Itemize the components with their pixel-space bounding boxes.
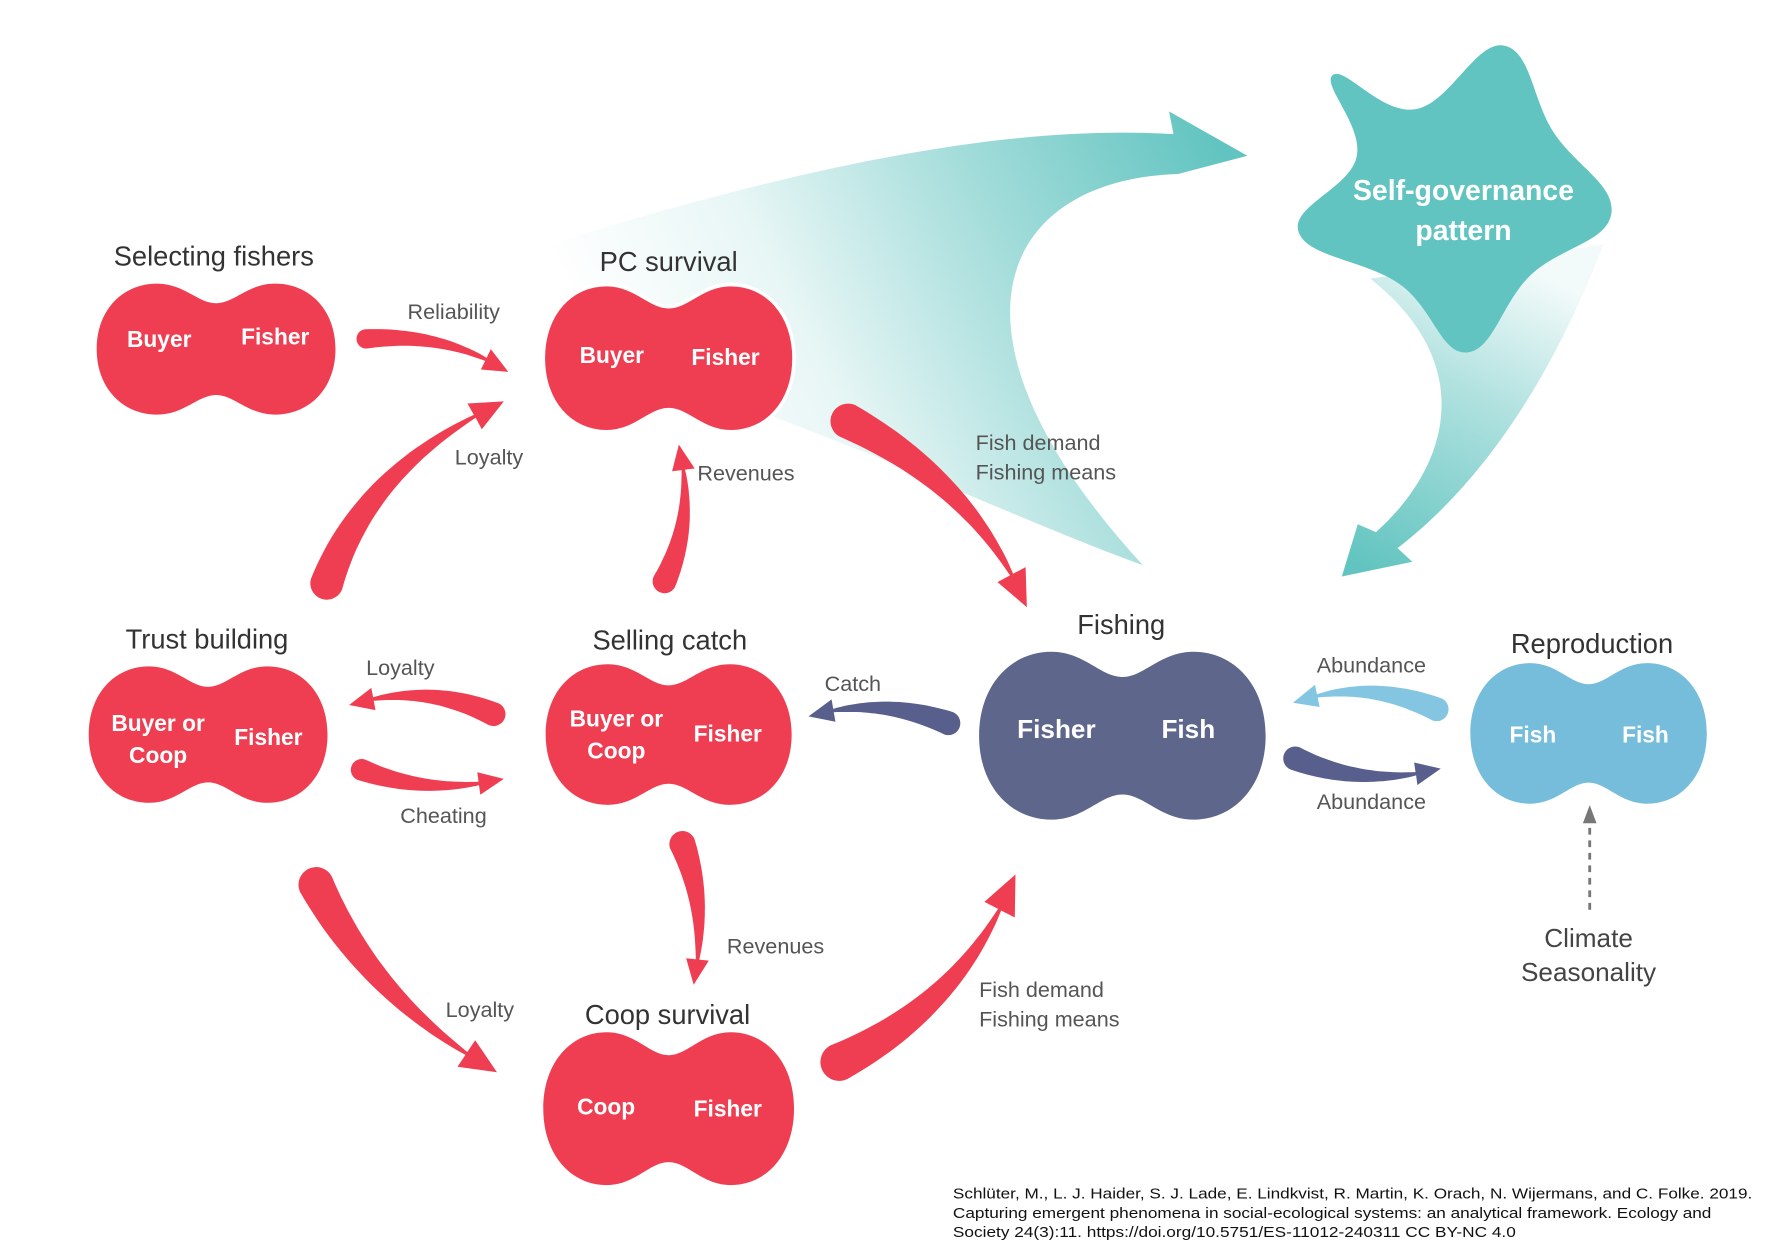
node-actor-label: Fisher xyxy=(694,720,762,746)
node-actor-label: Fisher xyxy=(691,344,759,370)
self-governance-emergence-arrow xyxy=(375,111,1248,566)
seasonality-label: Seasonality xyxy=(1521,957,1657,987)
node-actor-label: Buyer xyxy=(127,326,192,352)
node-title: Trust building xyxy=(126,624,289,655)
node-title: Coop survival xyxy=(585,999,750,1030)
node-actor-label: Buyer xyxy=(580,342,645,368)
abundance-label: Abundance xyxy=(1317,789,1426,814)
fish-demand-coop-to-fishing-arrow xyxy=(820,874,1016,1081)
reliability-label: Reliability xyxy=(408,299,501,324)
node-actor-label: Coop xyxy=(129,742,187,768)
citation-line: Schlüter, M., L. J. Haider, S. J. Lade, … xyxy=(953,1187,1752,1203)
loyalty-label: Loyalty xyxy=(366,655,435,680)
revenues-selling-to-pc-arrow xyxy=(652,444,695,594)
fish-demand-pc-to-fishing-arrow xyxy=(830,403,1027,608)
node-trust-building: Trust building Buyer or Coop Fisher xyxy=(88,624,328,803)
citation: Schlüter, M., L. J. Haider, S. J. Lade, … xyxy=(953,1187,1752,1242)
node-coop-survival: Coop survival Coop Fisher xyxy=(543,999,795,1186)
catch-label: Catch xyxy=(825,671,881,696)
loyalty-label: Loyalty xyxy=(446,997,515,1022)
node-title: Selecting fishers xyxy=(114,240,314,271)
self-governance-label: pattern xyxy=(1415,215,1511,247)
abundance-fishing-to-reproduction-arrow xyxy=(1283,746,1441,785)
node-reproduction: Reproduction Fish Fish xyxy=(1470,628,1707,804)
node-title: Selling catch xyxy=(592,625,747,656)
loyalty-label: Loyalty xyxy=(455,445,524,470)
node-actor-label: Coop xyxy=(587,737,645,763)
cheating-trust-to-selling-arrow xyxy=(350,758,504,795)
node-actor-label: Coop xyxy=(577,1093,635,1119)
node-title: Reproduction xyxy=(1511,628,1673,659)
node-fishing: Fishing Fisher Fish xyxy=(979,609,1266,820)
climate-label: Climate xyxy=(1544,923,1633,953)
node-title: Fishing xyxy=(1077,609,1165,640)
node-pc-survival: PC survival Buyer Fisher xyxy=(541,246,796,434)
cheating-label: Cheating xyxy=(400,803,486,828)
node-actor-label: Fisher xyxy=(694,1096,762,1122)
node-actor-label: Fisher xyxy=(241,324,309,350)
revenues-label: Revenues xyxy=(697,461,794,486)
reliability-arrow xyxy=(356,329,509,372)
node-actor-label: Buyer or xyxy=(570,706,664,732)
revenues-label: Revenues xyxy=(727,934,824,959)
node-actor-label: Fisher xyxy=(1017,714,1095,744)
node-actor-label: Fish xyxy=(1622,722,1669,748)
self-governance-label: Self-governance xyxy=(1353,175,1574,207)
self-governance-feedback-arrow xyxy=(1341,244,1604,577)
revenues-selling-to-coop-arrow xyxy=(669,831,709,985)
self-governance-star xyxy=(1297,45,1612,353)
node-selecting-fishers: Selecting fishers Buyer Fisher xyxy=(96,240,336,415)
node-title: PC survival xyxy=(600,246,738,277)
loyalty-trust-to-coop-arrow xyxy=(298,867,497,1073)
loyalty-selling-to-trust-arrow xyxy=(349,687,506,727)
citation-line: Society 24(3):11. https://doi.org/10.575… xyxy=(953,1225,1516,1241)
loyalty-trust-to-pc-arrow xyxy=(310,401,504,600)
self-governance-pattern: Self-governance pattern xyxy=(1297,45,1612,353)
fishing-means-label: Fishing means xyxy=(976,459,1117,484)
citation-line: Capturing emergent phenomena in social-e… xyxy=(953,1206,1711,1222)
node-shape xyxy=(1470,663,1707,804)
node-actor-label: Fish xyxy=(1161,714,1215,744)
abundance-reproduction-to-fishing-arrow xyxy=(1292,684,1449,722)
fish-demand-label: Fish demand xyxy=(976,430,1101,455)
climate-arrow xyxy=(1582,805,1597,910)
node-actor-label: Buyer or xyxy=(111,710,205,736)
node-actor-label: Fisher xyxy=(234,724,302,750)
node-selling-catch: Selling catch Buyer or Coop Fisher xyxy=(545,625,792,805)
abundance-label: Abundance xyxy=(1317,653,1426,678)
fishing-means-label: Fishing means xyxy=(979,1006,1120,1031)
node-actor-label: Fish xyxy=(1509,722,1556,748)
catch-fishing-to-selling-arrow xyxy=(808,699,961,736)
fish-demand-label: Fish demand xyxy=(979,977,1104,1002)
climate-arrow-head xyxy=(1582,805,1597,824)
